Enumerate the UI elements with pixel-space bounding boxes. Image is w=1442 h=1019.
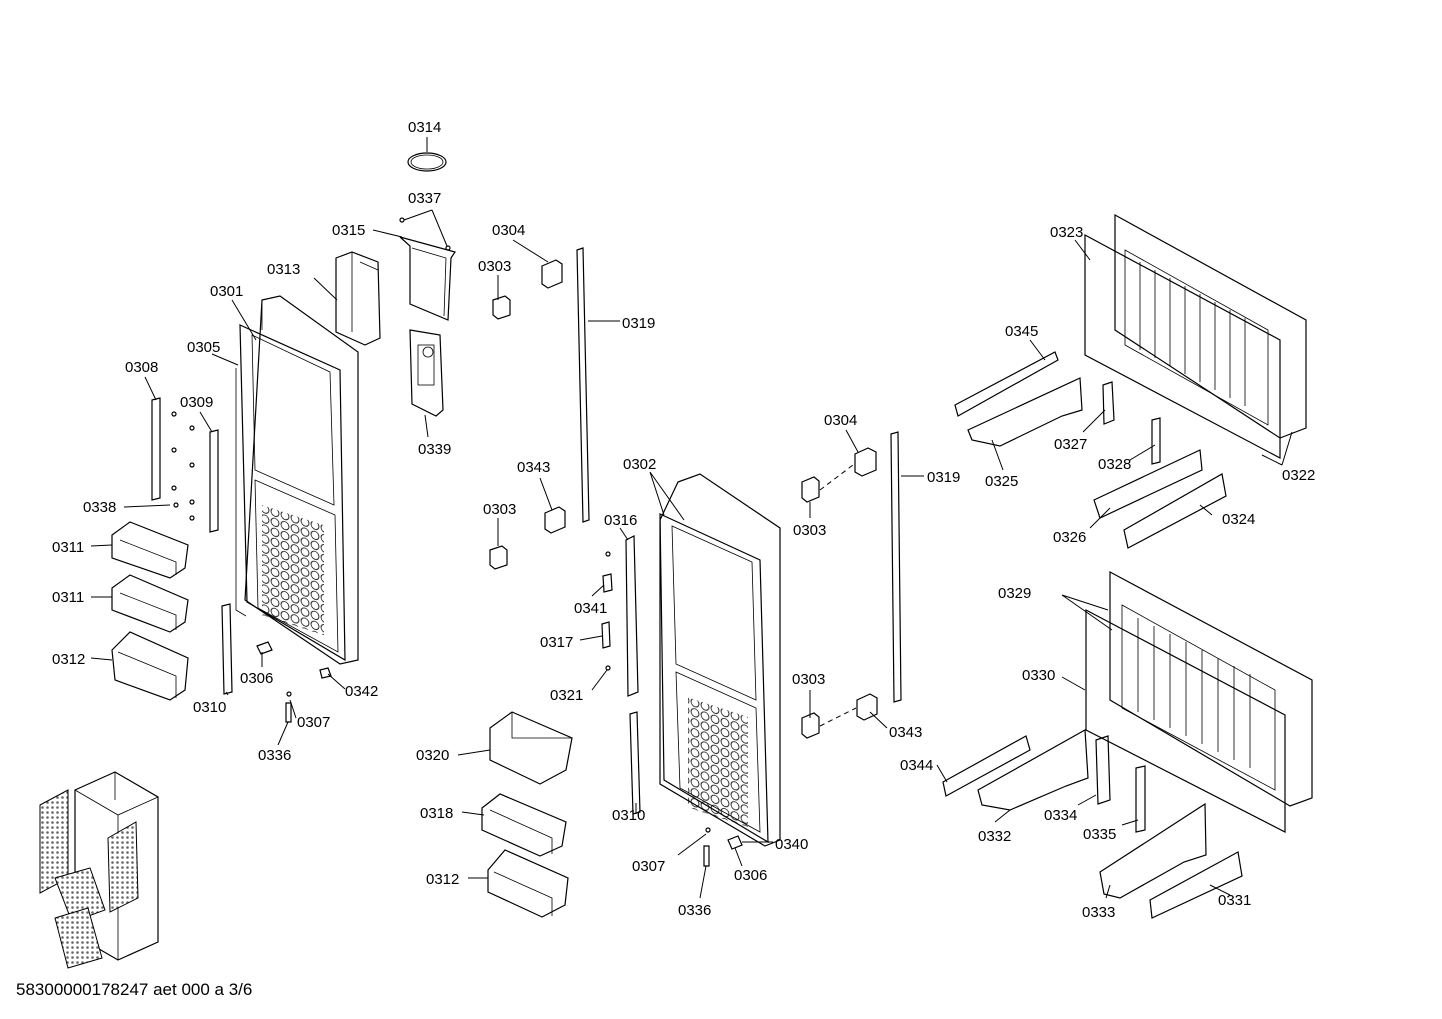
callout-0336-center: 0336 bbox=[678, 902, 711, 919]
callout-0305: 0305 bbox=[187, 339, 220, 356]
callout-0340: 0340 bbox=[775, 836, 808, 853]
callout-0328: 0328 bbox=[1098, 456, 1131, 473]
callout-0326: 0326 bbox=[1053, 529, 1086, 546]
callout-0303-right-upper: 0303 bbox=[793, 522, 826, 539]
callout-0309: 0309 bbox=[180, 394, 213, 411]
callout-0319-left: 0319 bbox=[622, 315, 655, 332]
callout-0310-center: 0310 bbox=[612, 807, 645, 824]
callout-0332: 0332 bbox=[978, 828, 1011, 845]
callout-0316: 0316 bbox=[604, 512, 637, 529]
callout-0315: 0315 bbox=[332, 222, 365, 239]
callout-0307-left: 0307 bbox=[297, 714, 330, 731]
callout-0303-mid: 0303 bbox=[483, 501, 516, 518]
callout-0343-lower: 0343 bbox=[889, 724, 922, 741]
callout-0312-left: 0312 bbox=[52, 651, 85, 668]
callout-0341: 0341 bbox=[574, 600, 607, 617]
callout-0311-lower: 0311 bbox=[52, 589, 84, 606]
callout-0310-left: 0310 bbox=[193, 699, 226, 716]
callout-0312-center: 0312 bbox=[426, 871, 459, 888]
callout-labels: 0314 0337 0315 0313 0301 0305 0308 0309 … bbox=[52, 119, 1315, 921]
callout-0319-right: 0319 bbox=[927, 469, 960, 486]
callout-0345: 0345 bbox=[1005, 323, 1038, 340]
callout-0306-center: 0306 bbox=[734, 867, 767, 884]
center-door-assembly bbox=[481, 247, 781, 918]
callout-0337: 0337 bbox=[408, 190, 441, 207]
callout-0343-upper: 0343 bbox=[517, 459, 550, 476]
callout-0333: 0333 bbox=[1082, 904, 1115, 921]
callout-0338: 0338 bbox=[83, 499, 116, 516]
right-drawer-upper bbox=[954, 213, 1307, 549]
callout-0322: 0322 bbox=[1282, 467, 1315, 484]
callout-0304-right: 0304 bbox=[824, 412, 857, 429]
callout-0334: 0334 bbox=[1044, 807, 1077, 824]
callout-0303-top: 0303 bbox=[478, 258, 511, 275]
leader-lines bbox=[90, 137, 1293, 899]
callout-0311-upper: 0311 bbox=[52, 539, 84, 556]
callout-0330: 0330 bbox=[1022, 667, 1055, 684]
document-id-footer: 58300000178247 aet 000 a 3/6 bbox=[16, 980, 253, 999]
right-drawer-lower bbox=[942, 570, 1313, 919]
callout-0306-left: 0306 bbox=[240, 670, 273, 687]
appliance-overview-thumbnail bbox=[39, 771, 159, 969]
callout-0335: 0335 bbox=[1083, 826, 1116, 843]
callout-0324: 0324 bbox=[1222, 511, 1255, 528]
callout-0339: 0339 bbox=[418, 441, 451, 458]
callout-0320: 0320 bbox=[416, 747, 449, 764]
callout-0308: 0308 bbox=[125, 359, 158, 376]
callout-0318: 0318 bbox=[420, 805, 453, 822]
callout-0329: 0329 bbox=[998, 585, 1031, 602]
callout-0303-right-lower: 0303 bbox=[792, 671, 825, 688]
callout-0302: 0302 bbox=[623, 456, 656, 473]
center-right-hinge-assembly bbox=[801, 431, 902, 739]
callout-0325: 0325 bbox=[985, 473, 1018, 490]
left-door-assembly bbox=[111, 152, 456, 723]
callout-0331: 0331 bbox=[1218, 892, 1251, 909]
callout-0327: 0327 bbox=[1054, 436, 1087, 453]
callout-0313: 0313 bbox=[267, 261, 300, 278]
callout-0317: 0317 bbox=[540, 634, 573, 651]
callout-0321: 0321 bbox=[550, 687, 583, 704]
callout-0314: 0314 bbox=[408, 119, 441, 136]
callout-0344: 0344 bbox=[900, 757, 933, 774]
callout-0323: 0323 bbox=[1050, 224, 1083, 241]
callout-0342: 0342 bbox=[345, 683, 378, 700]
callout-0336-left: 0336 bbox=[258, 747, 291, 764]
callout-0304-top: 0304 bbox=[492, 222, 525, 239]
callout-0301: 0301 bbox=[210, 283, 243, 300]
callout-0307-center: 0307 bbox=[632, 858, 665, 875]
